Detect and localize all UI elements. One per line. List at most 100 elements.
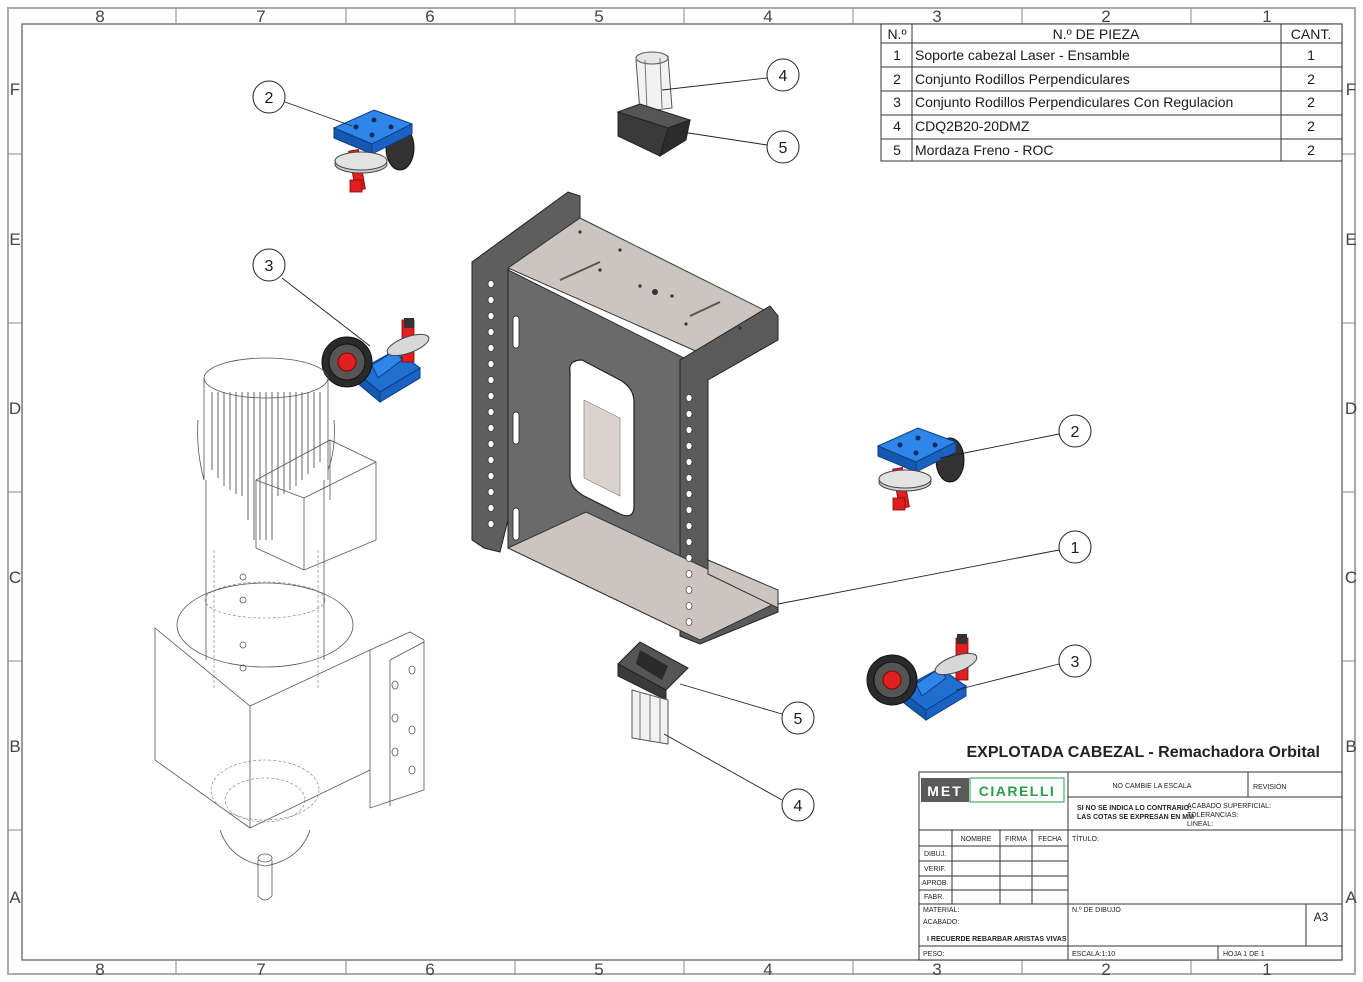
part-roller-assembly-top bbox=[333, 109, 415, 193]
zone-labels-right: F E D C B A bbox=[1345, 80, 1357, 907]
part-roller-assembly-right bbox=[877, 427, 965, 511]
zone-labels-bottom: 8 7 6 5 4 3 2 1 bbox=[95, 960, 1271, 979]
balloon bbox=[781, 701, 815, 735]
bom-row-qty: 2 bbox=[1307, 142, 1315, 158]
title-label: TÍTULO: bbox=[1072, 834, 1099, 843]
zone-right: A bbox=[1345, 888, 1357, 907]
bom-row-part: Conjunto Rodillos Perpendiculares Con Re… bbox=[915, 94, 1233, 110]
balloon bbox=[252, 80, 286, 114]
part-adjustable-roller-right bbox=[866, 634, 978, 722]
zone-left: A bbox=[9, 888, 21, 907]
bom-row-num: 4 bbox=[893, 118, 901, 134]
zone-top: 8 bbox=[95, 7, 104, 26]
part-adjustable-roller-left bbox=[321, 318, 430, 404]
row-approved: APROB. bbox=[922, 880, 949, 887]
bom-row-num: 3 bbox=[893, 94, 901, 110]
revision-label: REVISIÓN bbox=[1253, 782, 1286, 791]
finish-label-2: ACABADO: bbox=[923, 919, 959, 926]
bom-row-part: Mordaza Freno - ROC bbox=[915, 142, 1053, 158]
no-scale-note: NO CAMBIE LA ESCALA bbox=[1113, 783, 1192, 790]
logo-met-box bbox=[921, 778, 969, 802]
row-verif: VERIF. bbox=[924, 866, 946, 873]
zone-right: B bbox=[1345, 737, 1356, 756]
col-name: NOMBRE bbox=[961, 836, 992, 843]
drawing-title: EXPLOTADA CABEZAL - Remachadora Orbital bbox=[966, 744, 1320, 761]
zone-left: C bbox=[9, 568, 21, 587]
bom-header-num: N.º bbox=[887, 26, 906, 42]
bom-row-part: Soporte cabezal Laser - Ensamble bbox=[915, 47, 1130, 63]
balloon bbox=[1058, 414, 1092, 448]
balloon-number: 3 bbox=[265, 258, 274, 275]
linear-label: LINEAL: bbox=[1187, 821, 1213, 828]
title-block: MET CIARELLI NO CAMBIE LA ESCALA REVISIÓ… bbox=[918, 771, 1343, 961]
zone-left: B bbox=[9, 737, 20, 756]
sheet-size: A3 bbox=[1314, 910, 1329, 924]
zone-right: D bbox=[1345, 399, 1357, 418]
sheet-label: HOJA 1 DE 1 bbox=[1223, 951, 1265, 958]
balloon bbox=[766, 58, 800, 92]
part-clamp-bottom bbox=[617, 641, 689, 701]
balloon-number: 1 bbox=[1071, 540, 1080, 557]
bom-row-qty: 2 bbox=[1307, 94, 1315, 110]
zone-bottom: 5 bbox=[594, 960, 603, 979]
bom-header-qty: CANT. bbox=[1291, 26, 1331, 42]
bom-row-num: 1 bbox=[893, 47, 901, 63]
zone-bottom: 6 bbox=[425, 960, 434, 979]
tolerances-label: TOLERANCIAS: bbox=[1187, 812, 1238, 819]
balloon bbox=[766, 130, 800, 164]
laser-head-wireframe bbox=[154, 357, 425, 901]
zone-ticks bbox=[8, 8, 1355, 974]
balloon-number: 5 bbox=[794, 711, 803, 728]
row-drawn: DIBUJ. bbox=[924, 851, 946, 858]
zone-bottom: 2 bbox=[1101, 960, 1110, 979]
bom-row-qty: 2 bbox=[1307, 118, 1315, 134]
balloon-number: 2 bbox=[265, 90, 274, 107]
units-note-2: LAS COTAS SE EXPRESAN EN MM bbox=[1077, 814, 1194, 821]
part-cylinder-top bbox=[635, 51, 673, 113]
bom-row-qty: 2 bbox=[1307, 71, 1315, 87]
logo-met: MET bbox=[927, 783, 963, 799]
units-note-1: SI NO SE INDICA LO CONTRARIO: bbox=[1077, 805, 1191, 812]
balloon-callouts: 2 3 4 5 2 1 3 5 4 bbox=[252, 58, 1092, 822]
weight-label: PESO: bbox=[923, 951, 944, 958]
zone-top: 2 bbox=[1101, 7, 1110, 26]
bom-row-part: Conjunto Rodillos Perpendiculares bbox=[915, 71, 1130, 87]
bom-row-num: 2 bbox=[893, 71, 901, 87]
balloon-number: 5 bbox=[779, 140, 788, 157]
balloon-number: 2 bbox=[1071, 424, 1080, 441]
part-cylinder-bottom bbox=[631, 689, 669, 745]
zone-bottom: 3 bbox=[932, 960, 941, 979]
zone-top: 5 bbox=[594, 7, 603, 26]
leader-lines bbox=[281, 77, 1060, 801]
zone-top: 3 bbox=[932, 7, 941, 26]
finish-label: ACABADO SUPERFICIAL: bbox=[1187, 803, 1271, 810]
zone-right: E bbox=[1345, 230, 1356, 249]
zone-bottom: 7 bbox=[256, 960, 265, 979]
zone-right: C bbox=[1345, 568, 1357, 587]
balloon bbox=[1058, 530, 1092, 564]
balloon bbox=[252, 248, 286, 282]
row-fab: FABR. bbox=[924, 894, 944, 901]
col-date: FECHA bbox=[1038, 836, 1062, 843]
zone-right: F bbox=[1346, 80, 1356, 99]
zone-top: 1 bbox=[1262, 7, 1271, 26]
balloon bbox=[1058, 644, 1092, 678]
bom-header-part: N.º DE PIEZA bbox=[1053, 26, 1140, 42]
zone-bottom: 8 bbox=[95, 960, 104, 979]
drawing-number-label: N.º DE DIBUJO bbox=[1072, 907, 1121, 914]
bom-row-num: 5 bbox=[893, 142, 901, 158]
zone-bottom: 1 bbox=[1262, 960, 1271, 979]
zone-left: E bbox=[9, 230, 20, 249]
balloon-number: 4 bbox=[794, 798, 803, 815]
part-head-support-frame bbox=[471, 191, 780, 645]
col-sign: FIRMA bbox=[1005, 836, 1027, 843]
scale-label: ESCALA:1:10 bbox=[1072, 951, 1115, 958]
zone-left: D bbox=[9, 399, 21, 418]
deburr-note: I RECUERDE REBARBAR ARISTAS VIVAS bbox=[927, 936, 1067, 943]
balloon bbox=[781, 788, 815, 822]
bom-table: N.º N.º DE PIEZA CANT. 1 Soporte cabezal… bbox=[880, 23, 1343, 162]
zone-top: 4 bbox=[763, 7, 772, 26]
zone-labels-top: 8 7 6 5 4 3 2 1 bbox=[95, 7, 1271, 26]
bom-row-part: CDQ2B20-20DMZ bbox=[915, 118, 1030, 134]
